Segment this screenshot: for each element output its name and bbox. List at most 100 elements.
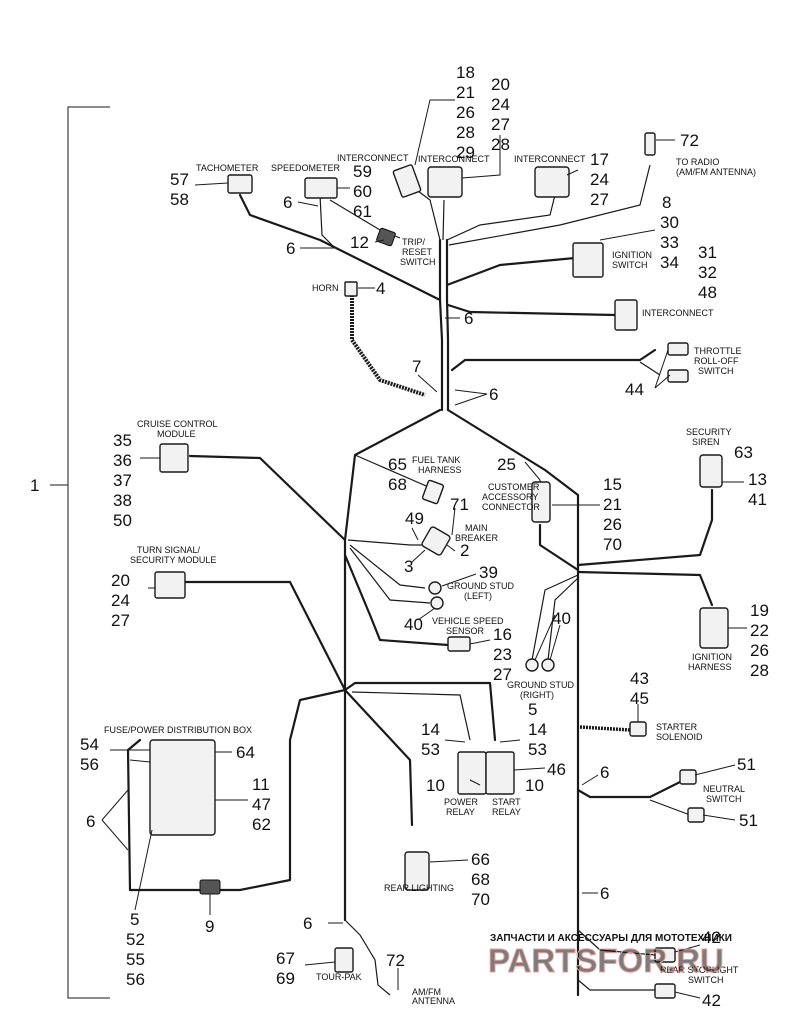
- label-tachometer: TACHOMETER: [196, 163, 259, 173]
- callout-6: 6: [600, 884, 609, 903]
- label-starter-2: SOLENOID: [656, 732, 703, 742]
- turn-signal-security-connector: [154, 571, 186, 599]
- label-security-1: SECURITY: [686, 427, 732, 437]
- radio-antenna-lead: [644, 132, 656, 156]
- label-power-relay-1: POWER: [444, 797, 479, 807]
- callout-6: 6: [286, 239, 295, 258]
- label-throttle-1: THROTTLE: [694, 346, 742, 356]
- trip-reset-switch: [376, 227, 396, 247]
- callout-67: 67: [276, 949, 295, 968]
- starter-solenoid-connector: [629, 721, 647, 737]
- label-interconnect-4: INTERCONNECT: [642, 308, 714, 318]
- label-ground-left-1: GROUND STUD: [447, 581, 514, 591]
- callout-4: 4: [376, 279, 385, 298]
- callout-26: 26: [750, 641, 769, 660]
- callout-10: 10: [525, 776, 544, 795]
- label-starter-1: STARTER: [656, 722, 698, 732]
- callout-numbers: 1 18 21 26 28 29 20 24 27 28 72 17 24 27…: [30, 63, 769, 1010]
- callout-46: 46: [547, 760, 566, 779]
- callout-5: 5: [528, 700, 537, 719]
- callout-35: 35: [113, 431, 132, 450]
- callout-6: 6: [283, 193, 292, 212]
- label-start-relay-2: RELAY: [492, 807, 521, 817]
- label-amfm-2: ANTENNA: [412, 996, 455, 1006]
- watermark-line2: PARTSFOR.RU: [488, 942, 724, 979]
- callout-36: 36: [113, 451, 132, 470]
- label-ignition-switch-2: SWITCH: [612, 260, 648, 270]
- callout-27: 27: [590, 190, 609, 209]
- customer-accessory-connector: [531, 481, 551, 523]
- label-rear-lighting: REAR LIGHTING: [384, 883, 454, 893]
- label-customer-2: ACCESSORY: [482, 492, 538, 502]
- callout-43: 43: [630, 669, 649, 688]
- neutral-switch-upper: [679, 769, 697, 785]
- label-speedometer: SPEEDOMETER: [271, 163, 341, 173]
- label-interconnect-2: INTERCONNECT: [418, 154, 490, 164]
- interconnect-3-connector: [534, 166, 570, 198]
- label-power-relay-2: RELAY: [446, 807, 475, 817]
- callout-3: 3: [404, 557, 413, 576]
- callout-11: 11: [252, 775, 270, 794]
- watermark-line1: ЗАПЧАСТИ И АКСЕССУАРЫ ДЛЯ МОТОТЕХНИКИ: [490, 933, 732, 944]
- callout-27: 27: [111, 611, 130, 630]
- label-ignition-harness-1: IGNITION: [692, 652, 732, 662]
- callout-65: 65: [388, 455, 407, 474]
- callout-34: 34: [660, 253, 679, 272]
- callout-40: 40: [552, 609, 571, 628]
- tachometer-connector: [227, 174, 253, 194]
- rear-stoplight-switch-lower: [654, 983, 676, 999]
- callout-10: 10: [426, 776, 445, 795]
- label-customer-1: CUSTOMER: [488, 482, 540, 492]
- label-start-relay-1: START: [492, 797, 521, 807]
- callout-8: 8: [662, 193, 671, 212]
- label-turn-1: TURN SIGNAL/: [137, 545, 201, 555]
- callout-22: 22: [750, 621, 769, 640]
- callout-33: 33: [660, 233, 679, 252]
- component-labels: TACHOMETER SPEEDOMETER INTERCONNECT INTE…: [104, 153, 756, 1006]
- throttle-switch-lower: [667, 369, 689, 383]
- callout-1: 1: [30, 476, 39, 495]
- callout-6: 6: [464, 309, 473, 328]
- callout-42: 42: [702, 991, 721, 1010]
- callout-59: 59: [353, 162, 372, 181]
- harness-wires: [126, 164, 714, 997]
- callout-39: 39: [479, 563, 498, 582]
- callout-15: 15: [603, 475, 622, 494]
- callout-26: 26: [456, 103, 475, 122]
- throttle-switch-upper: [667, 342, 689, 356]
- callout-50: 50: [113, 511, 132, 530]
- label-fuel-2: HARNESS: [418, 465, 462, 475]
- callout-40: 40: [404, 615, 423, 634]
- callout-41: 41: [748, 490, 767, 509]
- label-cruise-1: CRUISE CONTROL: [137, 419, 218, 429]
- rear-stoplight-switch-upper: [654, 947, 676, 963]
- harness-clip-9: [199, 879, 221, 895]
- callout-49: 49: [405, 509, 424, 528]
- label-main-2: BREAKER: [455, 533, 499, 543]
- callout-70: 70: [603, 535, 622, 554]
- callout-24: 24: [590, 170, 609, 189]
- callout-28: 28: [456, 123, 475, 142]
- label-ignition-harness-2: HARNESS: [688, 662, 732, 672]
- label-throttle-3: SWITCH: [698, 366, 734, 376]
- callout-66: 66: [471, 850, 490, 869]
- callout-9: 9: [205, 917, 214, 936]
- callout-58: 58: [170, 190, 189, 209]
- label-customer-3: CONNECTOR: [482, 502, 540, 512]
- callout-51: 51: [739, 811, 758, 830]
- label-fuse-box: FUSE/POWER DISTRIBUTION BOX: [104, 725, 252, 735]
- callout-61: 61: [353, 202, 372, 221]
- callout-21: 21: [456, 83, 475, 102]
- ground-stud-left-2: [430, 596, 444, 610]
- label-rear-stop-1: REAR STOPLIGHT: [660, 965, 739, 975]
- label-turn-2: SECURITY MODULE: [130, 555, 216, 565]
- neutral-switch-lower: [687, 807, 705, 823]
- callout-23: 23: [493, 645, 512, 664]
- label-rear-stop-2: SWITCH: [688, 975, 724, 985]
- label-neutral-1: NEUTRAL: [703, 784, 745, 794]
- callout-29: 29: [456, 143, 475, 162]
- callout-20: 20: [491, 75, 510, 94]
- label-ground-right-2: (RIGHT): [520, 690, 554, 700]
- callout-20: 20: [111, 571, 130, 590]
- callout-37: 37: [113, 471, 132, 490]
